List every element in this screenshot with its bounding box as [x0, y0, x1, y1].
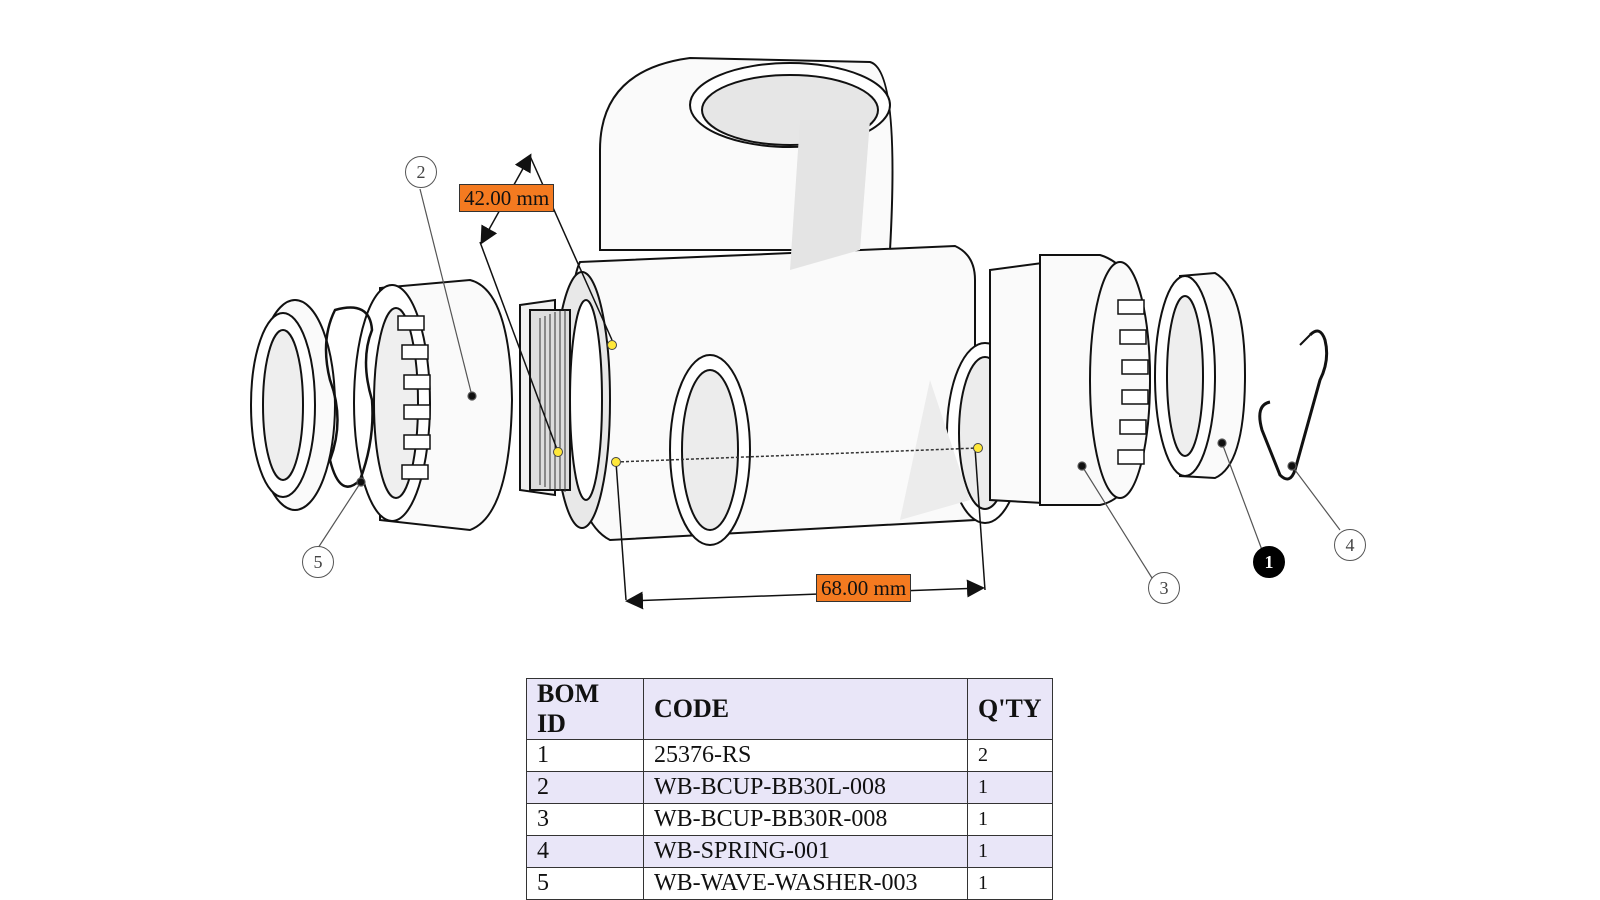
bom-cell-qty: 1 — [967, 803, 1053, 836]
dimension-68 — [615, 447, 986, 610]
exploded-assembly-drawing — [250, 56, 1341, 610]
balloon-2: 2 — [405, 156, 437, 188]
bom-row: 3 WB-BCUP-BB30R-008 1 — [526, 803, 1053, 836]
left-bearing-cup — [353, 278, 571, 532]
measure-line — [615, 447, 979, 463]
bom-cell-qty: 1 — [967, 835, 1053, 868]
bom-cell-code: WB-BCUP-BB30R-008 — [643, 803, 968, 836]
bom-cell-code: WB-BCUP-BB30L-008 — [643, 771, 968, 804]
bom-cell-id: 2 — [526, 771, 644, 804]
dimension-label-42mm: 42.00 mm — [459, 184, 555, 212]
measure-points — [553, 340, 983, 467]
balloon-5: 5 — [302, 546, 334, 578]
bom-header-id: BOM ID — [526, 678, 644, 740]
bom-cell-id: 3 — [526, 803, 644, 836]
bom-row: 2 WB-BCUP-BB30L-008 1 — [526, 771, 1053, 804]
bom-cell-id: 5 — [526, 867, 644, 900]
right-bearing-cup — [989, 254, 1152, 507]
leader-lines — [317, 188, 1341, 579]
bom-cell-id: 4 — [526, 835, 644, 868]
right-bearing — [1154, 271, 1247, 480]
bb-shell — [553, 56, 1024, 546]
bom-row: 4 WB-SPRING-001 1 — [526, 835, 1053, 868]
bom-header-qty: Q'TY — [967, 678, 1053, 740]
spring-clip — [1258, 329, 1329, 481]
bom-cell-qty: 1 — [967, 771, 1053, 804]
bom-cell-code: WB-SPRING-001 — [643, 835, 968, 868]
bom-row: 5 WB-WAVE-WASHER-003 1 — [526, 867, 1053, 900]
dimension-label-68mm: 68.00 mm — [816, 574, 912, 602]
bom-cell-id: 1 — [526, 739, 644, 772]
bom-table: BOM ID CODE Q'TY 1 25376-RS 2 2 WB-BCUP-… — [526, 678, 1053, 900]
bom-header-row: BOM ID CODE Q'TY — [526, 678, 1053, 740]
bom-cell-code: 25376-RS — [643, 739, 968, 772]
bom-cell-qty: 1 — [967, 867, 1053, 900]
bom-row: 1 25376-RS 2 — [526, 739, 1053, 772]
balloon-3: 3 — [1148, 572, 1180, 604]
bom-cell-qty: 2 — [967, 739, 1053, 772]
balloon-4: 4 — [1334, 529, 1366, 561]
bom-cell-code: WB-WAVE-WASHER-003 — [643, 867, 968, 900]
balloon-1: 1 — [1253, 546, 1285, 578]
bom-header-code: CODE — [643, 678, 968, 740]
left-bearing — [250, 299, 336, 511]
